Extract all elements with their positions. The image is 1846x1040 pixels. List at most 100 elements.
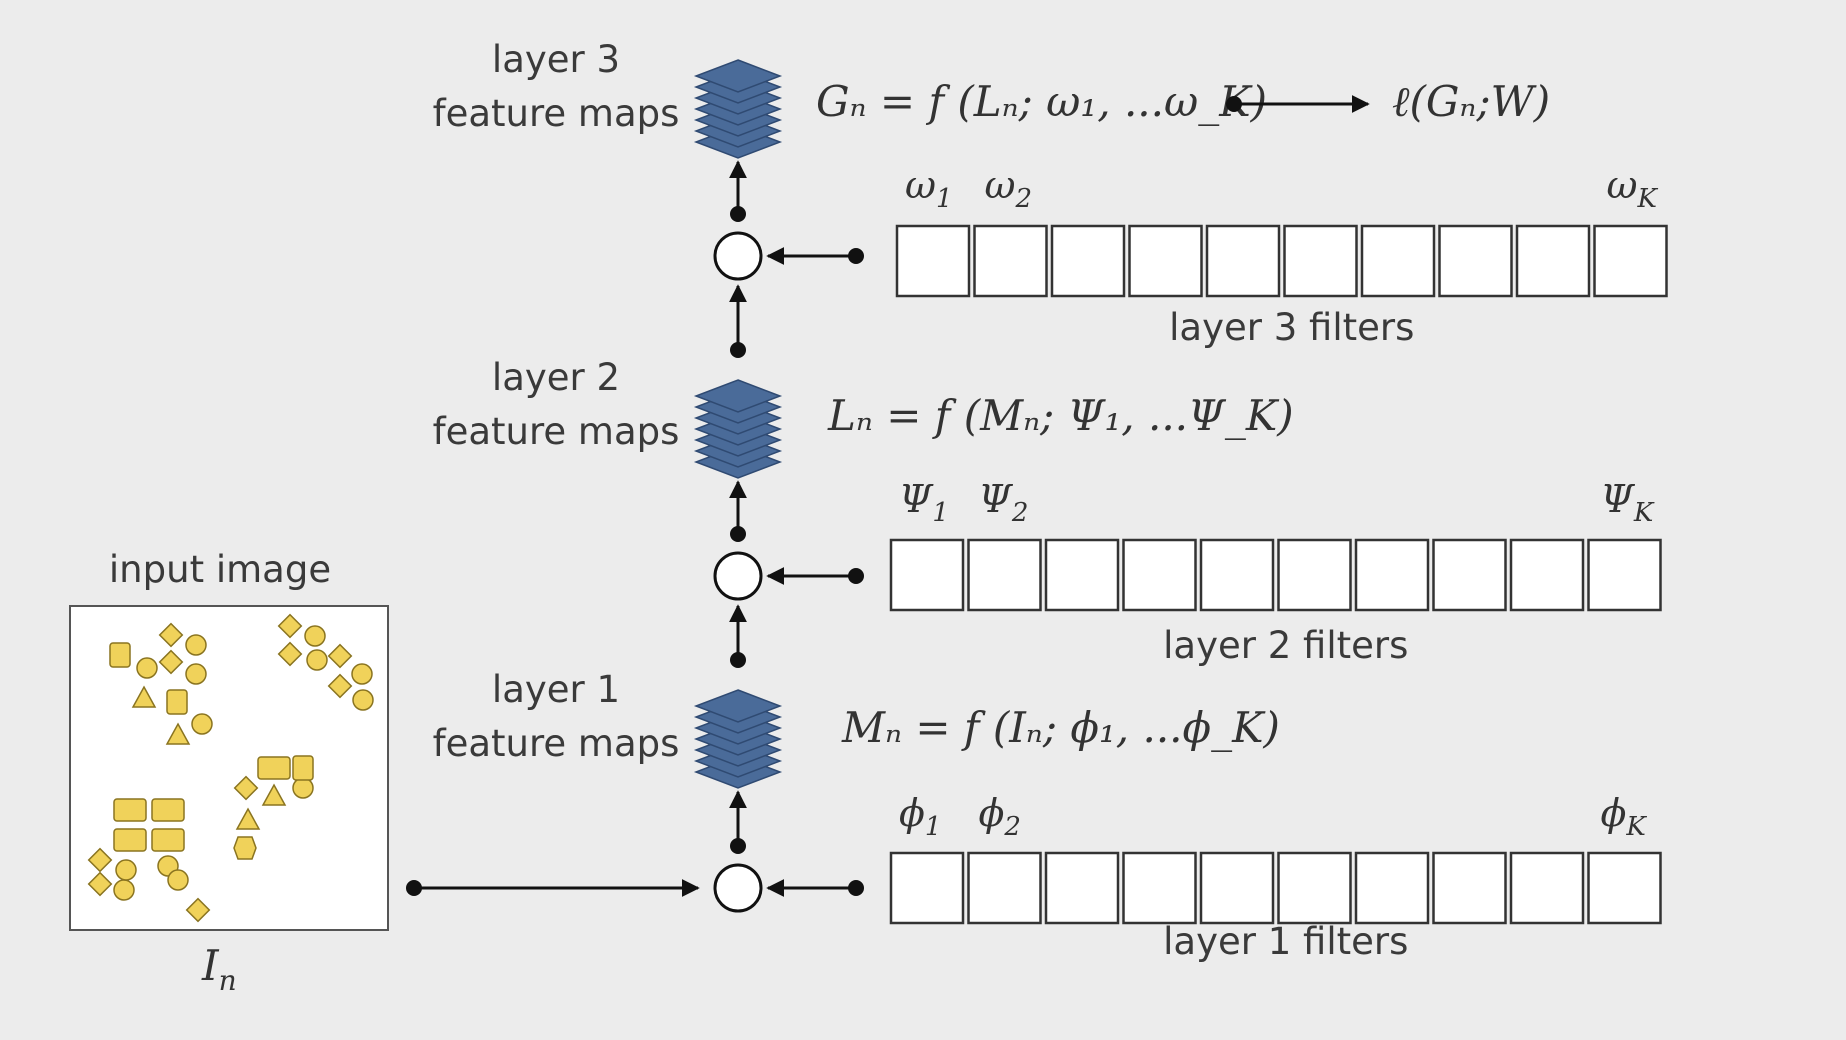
arrow-dot (730, 838, 746, 854)
shape-circle (352, 689, 374, 711)
filter-cell (895, 224, 971, 298)
filter-cell (1283, 224, 1358, 298)
shape-rectangle (257, 756, 291, 780)
filter-cell (1199, 538, 1275, 612)
filter-symbol-first: Ψ1 (899, 477, 949, 528)
arrow-dot (730, 206, 746, 222)
shape-diamond (327, 673, 353, 699)
shape-diamond (185, 897, 211, 923)
filter-cell (1587, 538, 1662, 612)
shape-circle (136, 657, 158, 679)
filter-row (889, 538, 1662, 612)
shape-rectangle (151, 798, 185, 822)
shape-circle (113, 879, 135, 901)
input-image-shapes (87, 613, 374, 923)
input-arrow-dot (406, 880, 422, 896)
filter-cell (1354, 851, 1430, 925)
sum-node (713, 551, 763, 601)
shape-diamond (87, 871, 113, 897)
shape-triangle (165, 722, 191, 745)
arrow-dot (730, 652, 746, 668)
shape-diamond (87, 847, 113, 873)
loss-arrow-dot (1226, 96, 1242, 112)
shape-hexagon (233, 836, 257, 860)
shape-circle (351, 663, 373, 685)
loss-term: ℓ(Gₙ;W) (1392, 77, 1550, 126)
filter-cell (1354, 538, 1430, 612)
feature-map-sheet (693, 379, 783, 413)
filter-cell (967, 851, 1042, 925)
shape-circle (167, 869, 189, 891)
shape-square (166, 689, 188, 715)
feature-map-label-line1: layer 2 (492, 356, 620, 399)
filter-cell (967, 538, 1042, 612)
filter-symbol-last: ϕK (1601, 791, 1648, 842)
filter-cell (1587, 851, 1662, 925)
filter-cell (1509, 538, 1585, 612)
shape-diamond (233, 775, 259, 801)
filter-row (889, 851, 1662, 925)
filter-cell (1593, 224, 1668, 298)
shape-diamond (327, 643, 353, 669)
filter-cell (1277, 538, 1352, 612)
filter-symbol-last: ΨK (1601, 477, 1655, 528)
filter-cell (1438, 224, 1513, 298)
shape-circle (292, 777, 314, 799)
feature-map-stack-icon (693, 379, 783, 479)
filter-row (895, 224, 1668, 298)
filter-symbol-second: ω2 (985, 163, 1033, 214)
filter-cell (1509, 851, 1585, 925)
filter-symbol-second: Ψ2 (979, 477, 1029, 528)
filter-symbol-second: ϕ2 (979, 791, 1021, 842)
filter-cell (1128, 224, 1203, 298)
arrow-dot (848, 880, 864, 896)
shape-square (292, 755, 314, 781)
filters-label: layer 2 filters (1163, 624, 1408, 667)
filter-cell (973, 224, 1048, 298)
arrow-dot (730, 342, 746, 358)
feature-map-label-line2: feature maps (433, 722, 680, 765)
filters-label: layer 1 filters (1163, 920, 1408, 963)
filter-cell (1122, 851, 1197, 925)
input-symbol: In (201, 941, 237, 997)
feature-map-stack-icon (693, 689, 783, 789)
shape-rectangle (113, 828, 147, 852)
filter-cell (889, 538, 965, 612)
sum-node (713, 863, 763, 913)
filter-cell (1044, 851, 1120, 925)
shape-diamond (277, 613, 303, 639)
feature-map-sheet (693, 59, 783, 93)
feature-map-sheet (693, 689, 783, 723)
shape-diamond (158, 649, 184, 675)
filters-label: layer 3 filters (1169, 306, 1414, 349)
filter-symbol-first: ω1 (905, 163, 953, 214)
filter-cell (1515, 224, 1591, 298)
shape-circle (185, 663, 207, 685)
input-image-title: input image (109, 548, 331, 591)
layer-equation: Gₙ = f (Lₙ; ω₁, ...ω_K) (816, 77, 1267, 126)
filter-cell (1199, 851, 1275, 925)
shape-diamond (277, 641, 303, 667)
feature-map-stack-icon (693, 59, 783, 159)
arrow-dot (848, 248, 864, 264)
filter-cell (1044, 538, 1120, 612)
filter-cell (1360, 224, 1436, 298)
feature-map-label-line2: feature maps (433, 92, 680, 135)
filter-symbol-first: ϕ1 (899, 791, 941, 842)
filter-cell (1277, 851, 1352, 925)
filter-cell (1432, 538, 1507, 612)
sum-node (713, 231, 763, 281)
shape-diamond (158, 622, 184, 648)
shape-triangle (131, 685, 157, 708)
shape-circle (304, 625, 326, 647)
shape-rectangle (113, 798, 147, 822)
filter-cell (1050, 224, 1126, 298)
feature-map-label-line2: feature maps (433, 410, 680, 453)
feature-map-label-line1: layer 1 (492, 668, 620, 711)
filter-cell (1205, 224, 1281, 298)
